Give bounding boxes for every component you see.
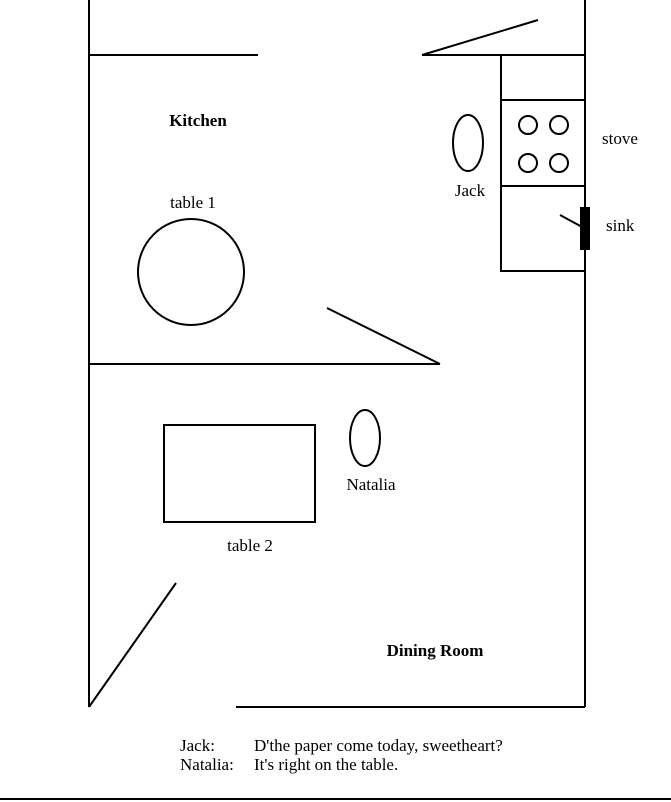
- speech-text: It's right on the table.: [254, 755, 399, 774]
- dialogue-line: Jack: D'the paper come today, sweetheart…: [180, 736, 503, 755]
- sink-marker: [580, 207, 590, 250]
- door-swing-top: [421, 19, 539, 56]
- speaker-name: Natalia:: [180, 755, 234, 774]
- natalia-label: Natalia: [346, 475, 396, 494]
- burner: [518, 115, 538, 135]
- stove-label: stove: [602, 129, 638, 148]
- dialogue-line: Natalia: It's right on the table.: [180, 755, 503, 774]
- burner: [518, 153, 538, 173]
- burner: [549, 115, 569, 135]
- kitchen-label: Kitchen: [169, 111, 227, 130]
- table-1-label: table 1: [170, 193, 216, 212]
- sink-label: sink: [606, 216, 635, 235]
- table-2-shape: [163, 424, 316, 523]
- door-swing-middle: [326, 307, 441, 365]
- speaker-name: Jack:: [180, 736, 215, 755]
- door-swing-bottom: [88, 582, 177, 708]
- bottom-rule: [0, 798, 671, 800]
- table-2-label: table 2: [227, 536, 273, 555]
- natalia-figure: [349, 409, 381, 467]
- table-1-shape: [137, 218, 245, 326]
- dialogue: Jack: D'the paper come today, sweetheart…: [180, 736, 503, 774]
- burner: [549, 153, 569, 173]
- jack-figure: [452, 114, 484, 172]
- jack-label: Jack: [455, 181, 486, 200]
- speech-text: D'the paper come today, sweetheart?: [254, 736, 503, 755]
- dining-room-label: Dining Room: [387, 641, 484, 660]
- counter: [500, 54, 586, 272]
